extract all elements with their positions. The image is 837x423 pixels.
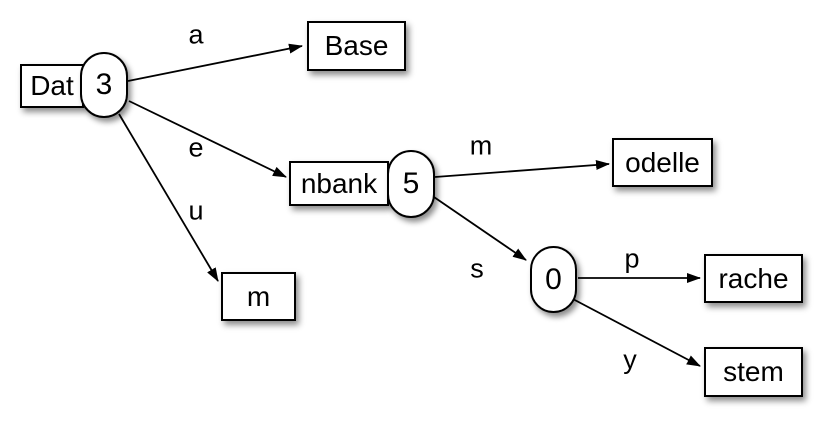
edge-s-line bbox=[430, 194, 527, 261]
state-node-5-label: 5 bbox=[402, 167, 420, 200]
node-dat-label: Dat bbox=[30, 70, 74, 101]
node-stem-label: stem bbox=[723, 356, 784, 387]
state-node-3: 3 bbox=[80, 52, 128, 118]
state-node-3-label: 3 bbox=[95, 68, 113, 101]
edge-y-label: y bbox=[623, 344, 637, 375]
node-nbank: nbank bbox=[289, 161, 389, 206]
edge-a-line bbox=[127, 43, 303, 82]
edge-s-label: s bbox=[470, 253, 484, 284]
edge-e-line bbox=[128, 100, 287, 178]
node-rache-label: rache bbox=[718, 262, 789, 294]
node-stem: stem bbox=[704, 347, 803, 397]
node-dat: Dat bbox=[20, 64, 84, 108]
edge-m-line bbox=[434, 159, 610, 178]
edge-a-label: a bbox=[188, 19, 204, 50]
edge-m-label: m bbox=[469, 130, 493, 161]
state-node-0: 0 bbox=[530, 246, 577, 313]
node-m: m bbox=[221, 272, 296, 321]
state-node-0-label: 0 bbox=[545, 262, 562, 296]
node-m-label: m bbox=[246, 280, 271, 312]
edge-e-label: e bbox=[188, 132, 204, 163]
edge-p-label: p bbox=[624, 243, 640, 274]
node-odelle: odelle bbox=[612, 138, 713, 187]
node-base-label: Base bbox=[324, 30, 389, 61]
edge-u-line bbox=[118, 113, 219, 282]
node-base: Base bbox=[307, 21, 406, 71]
node-rache: rache bbox=[704, 254, 803, 303]
edge-u-label: u bbox=[188, 195, 204, 226]
node-nbank-label: nbank bbox=[300, 167, 378, 199]
edge-y-line bbox=[570, 297, 701, 367]
state-node-5: 5 bbox=[387, 150, 435, 218]
node-odelle-label: odelle bbox=[625, 146, 700, 178]
